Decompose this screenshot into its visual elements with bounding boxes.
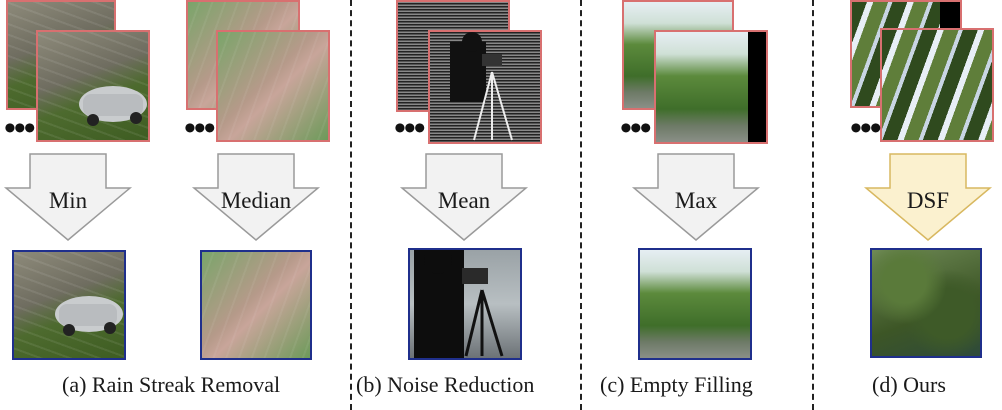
min-label: Min xyxy=(49,188,88,213)
separator-3 xyxy=(812,0,814,410)
input-frame-front xyxy=(36,30,150,142)
caption-d: (d) Ours xyxy=(872,372,946,397)
input-frame-front xyxy=(654,30,768,144)
input-frame-front xyxy=(216,30,330,142)
ellipsis-icon: ••• xyxy=(4,110,36,147)
output-max xyxy=(638,248,752,360)
separator-2 xyxy=(580,0,582,410)
mean-arrow: Mean xyxy=(398,152,530,244)
separator-1 xyxy=(350,0,352,410)
output-median xyxy=(200,250,312,360)
cameraman-illustration xyxy=(450,32,513,141)
ellipsis-icon: ••• xyxy=(184,110,216,147)
input-frame-front xyxy=(880,28,994,142)
median-arrow: Median xyxy=(190,152,322,244)
cameraman-illustration xyxy=(414,250,504,358)
empty-region xyxy=(748,32,766,142)
caption-c: (c) Empty Filling xyxy=(600,372,753,397)
input-frame-front xyxy=(428,30,542,144)
min-arrow: Min xyxy=(2,152,134,244)
max-arrow: Max xyxy=(630,152,762,244)
output-ours xyxy=(870,248,982,358)
caption-a: (a) Rain Streak Removal xyxy=(62,372,281,397)
ellipsis-icon: ••• xyxy=(850,110,882,147)
output-min xyxy=(12,250,126,360)
car-illustration xyxy=(79,86,147,126)
car-illustration xyxy=(55,296,123,336)
ellipsis-icon: ••• xyxy=(394,110,426,147)
ellipsis-icon: ••• xyxy=(620,110,652,147)
mean-label: Mean xyxy=(438,188,491,213)
dsf-arrow: DSF xyxy=(862,152,994,244)
max-label: Max xyxy=(675,188,718,213)
caption-b: (b) Noise Reduction xyxy=(356,372,535,397)
dsf-label: DSF xyxy=(907,188,949,213)
median-label: Median xyxy=(221,188,292,213)
empty-region xyxy=(940,2,960,32)
output-mean xyxy=(408,248,522,360)
